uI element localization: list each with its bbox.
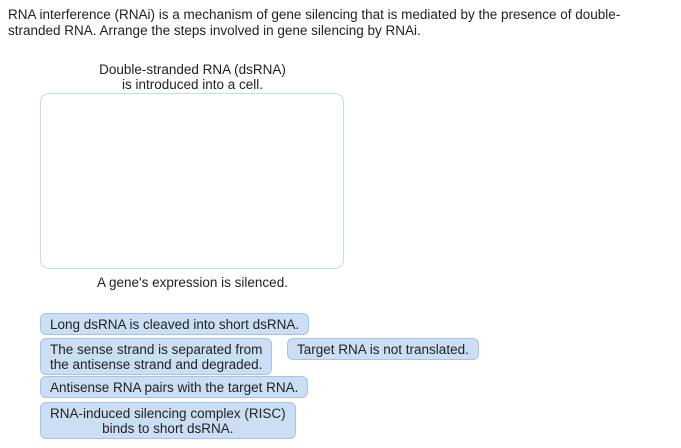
answer-drop-zone[interactable] (40, 93, 344, 269)
drag-tile-risc-binds-dsrna[interactable]: RNA-induced silencing complex (RISC) bin… (40, 402, 296, 439)
question-prompt: RNA interference (RNAi) is a mechanism o… (8, 7, 621, 38)
drag-tile-target-rna-not-translated[interactable]: Target RNA is not translated. (287, 338, 479, 360)
drag-tile-long-dsrna-cleaved[interactable]: Long dsRNA is cleaved into short dsRNA. (40, 313, 310, 335)
drag-tile-antisense-pairs-target[interactable]: Antisense RNA pairs with the target RNA. (40, 376, 309, 398)
sequence-end-label: A gene's expression is silenced. (97, 275, 288, 290)
drag-tile-sense-strand-separated[interactable]: The sense strand is separated from the a… (40, 338, 273, 375)
sequence-start-label: Double-stranded RNA (dsRNA) is introduce… (99, 62, 286, 92)
